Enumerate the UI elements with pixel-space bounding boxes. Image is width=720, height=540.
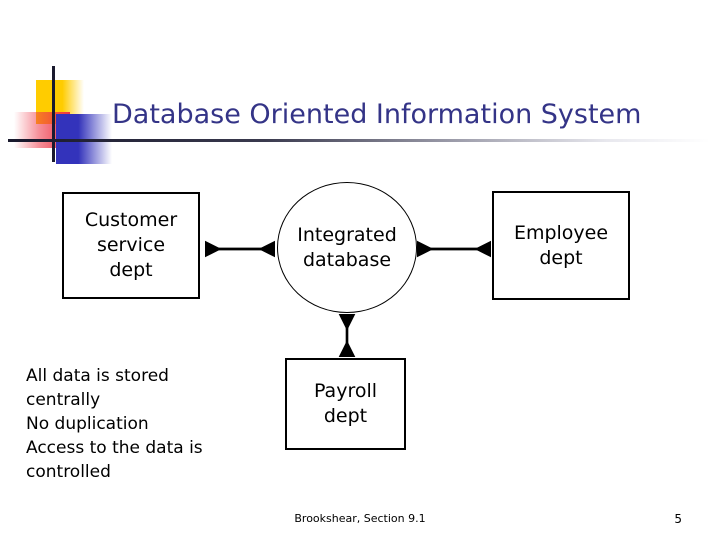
node-label-line: Payroll [313, 380, 378, 402]
notes-line: centrally [26, 390, 101, 410]
node-label-employee: Employee dept [514, 221, 608, 271]
node-label-line: Integrated [297, 223, 397, 246]
node-label-customer: Customer service dept [85, 208, 177, 283]
node-label-line: database [302, 248, 392, 271]
node-label-line: dept [109, 259, 153, 281]
diagram-node-payroll-dept[interactable]: Payroll dept [285, 358, 406, 450]
footer-page-number: 5 [674, 512, 682, 526]
arrow-database-payroll-icon [338, 313, 356, 358]
slide-title: Database Oriented Information System [112, 99, 642, 130]
notes-line: No duplication [26, 414, 149, 434]
node-label-line: Customer [84, 209, 178, 231]
diagram-node-customer-service-dept[interactable]: Customer service dept [62, 192, 200, 299]
diagram-node-integrated-database[interactable]: Integrated database [277, 182, 417, 313]
node-label-line: dept [539, 246, 583, 269]
arrow-database-employee-icon [416, 240, 492, 258]
title-underline-rule [25, 139, 710, 142]
notes-line: controlled [26, 462, 111, 482]
node-label-database: Integrated database [297, 223, 397, 273]
node-label-payroll: Payroll dept [314, 379, 377, 429]
notes-line: All data is stored [26, 366, 169, 386]
notes-line: Access to the data is [26, 438, 203, 458]
arrow-customer-database-icon [204, 240, 276, 258]
logo-vertical-bar [52, 66, 55, 162]
node-label-line: dept [323, 405, 368, 427]
notes-text-block: All data is stored centrally No duplicat… [26, 364, 266, 484]
footer-source-citation: Brookshear, Section 9.1 [294, 512, 426, 525]
diagram-node-employee-dept[interactable]: Employee dept [492, 191, 630, 300]
node-label-line: Employee [513, 221, 609, 244]
node-label-line: service [96, 234, 166, 256]
